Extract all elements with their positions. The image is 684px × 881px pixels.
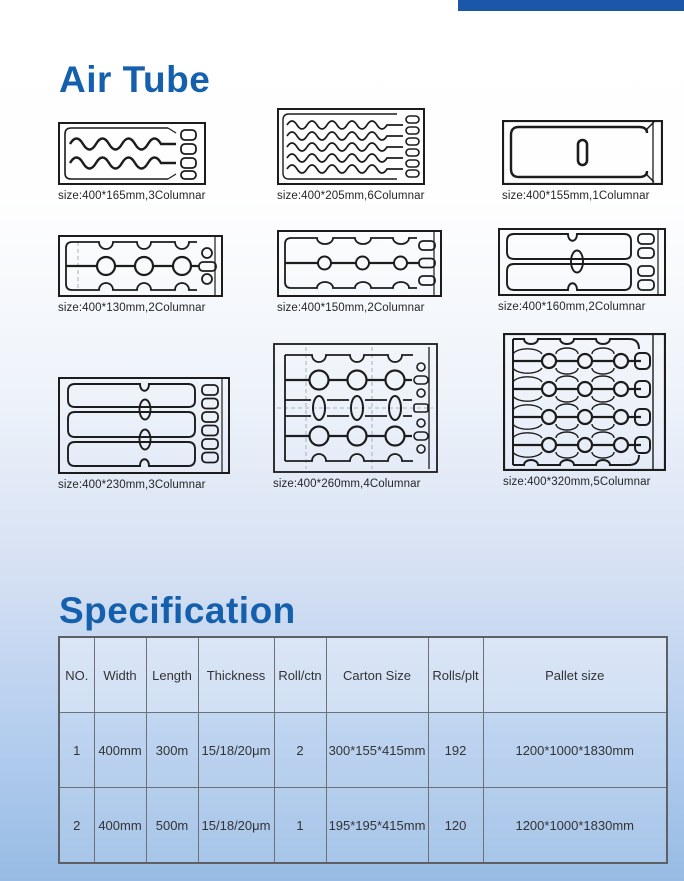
tube-diagram-2columnar-circles-icon [58,235,223,297]
air-tube-item-3: size:400*155mm,1Columnar [502,120,663,202]
air-tube-item-9: size:400*320mm,5Columnar [503,333,666,488]
size-label: size:400*160mm,2Columnar [498,301,646,313]
air-tube-item-6: size:400*160mm,2Columnar [498,228,666,313]
air-tube-item-1: size:400*165mm,3Columnar [58,122,206,202]
spec-cell: 1 [273,787,327,864]
spec-cell: 195*195*415mm [325,787,429,864]
tube-diagram-2columnar-chambers-icon [498,228,666,296]
tube-diagram-2columnar-circles-ports-icon [277,230,442,297]
spec-cell: 300*155*415mm [325,712,429,788]
size-label: size:400*130mm,2Columnar [58,302,206,314]
spec-cell: 192 [427,712,484,788]
spec-header-roll-ctn: Roll/ctn [273,636,327,713]
spec-cell: 15/18/20μm [197,712,275,788]
size-label: size:400*205mm,6Columnar [277,190,425,202]
specification-heading: Specification [59,589,296,631]
spec-cell: 1 [58,712,95,788]
spec-cell: 1200*1000*1830mm [482,787,668,864]
spec-header-length: Length [145,636,199,713]
spec-table-header-row: NO. Width Length Thickness Roll/ctn Cart… [58,636,668,713]
spec-header-carton-size: Carton Size [325,636,429,713]
tube-diagram-4columnar-grid-icon [273,343,438,473]
air-tube-heading: Air Tube [59,58,211,100]
spec-header-thickness: Thickness [197,636,275,713]
spec-cell: 300m [145,712,199,788]
spec-header-pallet-size: Pallet size [482,636,668,713]
spec-table-container: NO. Width Length Thickness Roll/ctn Cart… [58,636,668,864]
tube-diagram-3columnar-wave-icon [58,122,206,185]
size-label: size:400*230mm,3Columnar [58,479,206,491]
top-accent-bar [458,0,684,11]
size-label: size:400*320mm,5Columnar [503,476,651,488]
air-tube-item-5: size:400*150mm,2Columnar [277,230,442,314]
tube-diagram-1columnar-icon [502,120,663,185]
air-tube-item-2: size:400*205mm,6Columnar [277,108,425,202]
tube-diagram-5columnar-grid-icon [503,333,666,471]
size-label: size:400*155mm,1Columnar [502,190,650,202]
spec-cell: 2 [273,712,327,788]
spec-cell: 2 [58,787,95,864]
size-label: size:400*165mm,3Columnar [58,190,206,202]
spec-cell: 1200*1000*1830mm [482,712,668,788]
spec-header-rolls-plt: Rolls/plt [427,636,484,713]
spec-header-width: Width [93,636,147,713]
spec-cell: 500m [145,787,199,864]
air-tube-item-7: size:400*230mm,3Columnar [58,377,230,491]
spec-cell: 400mm [93,712,147,788]
tube-diagram-3columnar-chambers-icon [58,377,230,474]
size-label: size:400*150mm,2Columnar [277,302,425,314]
spec-cell: 120 [427,787,484,864]
spec-cell: 400mm [93,787,147,864]
air-tube-item-4: size:400*130mm,2Columnar [58,235,223,314]
spec-header-no: NO. [58,636,95,713]
spec-table-row-2: 2 400mm 500m 15/18/20μm 1 195*195*415mm … [58,787,668,864]
air-tube-item-8: size:400*260mm,4Columnar [273,343,438,490]
spec-cell: 15/18/20μm [197,787,275,864]
spec-table: NO. Width Length Thickness Roll/ctn Cart… [58,636,668,864]
size-label: size:400*260mm,4Columnar [273,478,421,490]
tube-diagram-6columnar-wave-icon [277,108,425,185]
spec-table-row-1: 1 400mm 300m 15/18/20μm 2 300*155*415mm … [58,712,668,788]
